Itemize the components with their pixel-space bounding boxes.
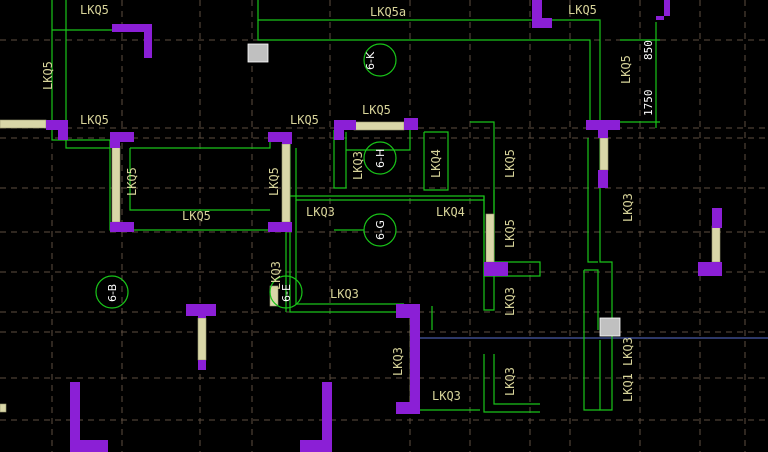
- wall-segment: [353, 121, 405, 131]
- column: [404, 118, 418, 130]
- beam-outline: [257, 20, 591, 120]
- beam-outline: [257, 0, 601, 120]
- beam-outline: [423, 131, 449, 191]
- beam-label: LKQ1: [621, 373, 635, 402]
- axis-bubble-label: 6-E: [280, 284, 293, 302]
- axis-bubble: [363, 141, 397, 175]
- column: [334, 120, 356, 140]
- column: [532, 0, 552, 28]
- beam-outline: [620, 39, 660, 123]
- column: [586, 120, 620, 138]
- wall-segment: [111, 145, 121, 223]
- axis-bubble: [95, 275, 129, 309]
- beam-label: LKQ5: [125, 167, 139, 196]
- beam-label: LKQ5: [182, 209, 211, 223]
- post-marker: [247, 43, 269, 63]
- beam-label: LKQ5: [41, 61, 55, 90]
- axis-bubble: [363, 43, 397, 77]
- column: [598, 170, 608, 188]
- column: [268, 222, 292, 232]
- wall-segment: [485, 213, 495, 263]
- beam-label: LKQ4: [429, 149, 443, 178]
- beam-label: LKQ3: [269, 261, 283, 290]
- beam-label: LKQ3: [621, 337, 635, 366]
- beam-label: LKQ3: [503, 287, 517, 316]
- column: [656, 0, 670, 20]
- posts: [247, 43, 621, 337]
- beam-outline: [129, 140, 271, 211]
- beam-label: LKQ5: [503, 149, 517, 178]
- column: [268, 132, 292, 144]
- beam-label: LKQ5: [80, 113, 109, 127]
- axis-bubbles: [95, 43, 397, 309]
- column: [110, 132, 134, 148]
- axis-bubble-labels: 6-K 6-H 6-G 6-B 6-E: [106, 51, 387, 302]
- dimension-label: 850: [642, 40, 655, 60]
- column: [396, 402, 420, 414]
- axis-bubble-label: 6-H: [374, 149, 387, 168]
- axis-bubble: [269, 275, 303, 309]
- beam-label: LKQ4: [436, 205, 465, 219]
- post-marker: [599, 317, 621, 337]
- column: [110, 222, 134, 232]
- column: [112, 24, 152, 58]
- beam-label: LKQ3: [432, 389, 461, 403]
- axis-bubble-label: 6-G: [374, 220, 387, 240]
- beam-label: LKQ3: [621, 193, 635, 222]
- beam-label: LKQ5: [503, 219, 517, 248]
- column: [484, 262, 508, 276]
- beam-label: LKQ5a: [370, 5, 406, 19]
- wall-segment: [281, 143, 291, 223]
- wall-segment: [0, 403, 7, 413]
- axis-bubble-label: 6-K: [364, 51, 377, 70]
- dimension-labels: 850 1750: [642, 40, 655, 116]
- dimension-label: 1750: [642, 90, 655, 117]
- beam-outline: [587, 138, 598, 263]
- column: [46, 120, 68, 140]
- column: [396, 304, 420, 404]
- beam-label: LKQ5: [619, 55, 633, 84]
- wall-segment: [711, 225, 721, 263]
- beam-label: LKQ3: [391, 347, 405, 376]
- beam-label: LKQ3: [351, 151, 365, 180]
- wall-segment: [0, 119, 47, 129]
- beam-outline: [583, 269, 600, 411]
- column: [70, 382, 108, 452]
- beam-labels: LKQ5 LKQ5a LKQ5 LKQ5 LKQ5 LKQ5 LKQ5 LKQ5…: [41, 3, 635, 403]
- beam-label: LKQ3: [503, 367, 517, 396]
- column: [198, 360, 206, 370]
- column: [300, 382, 332, 452]
- beam-label: LKQ5: [267, 167, 281, 196]
- column: [712, 208, 722, 228]
- columns: [46, 0, 722, 452]
- beam-label: LKQ3: [306, 205, 335, 219]
- beam-outline: [289, 196, 404, 313]
- beam-label: LKQ5: [362, 103, 391, 117]
- wall-segment: [197, 317, 207, 361]
- beam-label: LKQ5: [568, 3, 597, 17]
- beam-label: LKQ5: [290, 113, 319, 127]
- wall-segment: [599, 137, 609, 171]
- column: [186, 304, 216, 318]
- column: [698, 262, 722, 276]
- beam-outline: [483, 354, 540, 413]
- beam-outline: [333, 130, 411, 189]
- beam-label: LKQ3: [330, 287, 359, 301]
- axis-bubble-label: 6-B: [106, 284, 119, 302]
- beam-label: LKQ5: [80, 3, 109, 17]
